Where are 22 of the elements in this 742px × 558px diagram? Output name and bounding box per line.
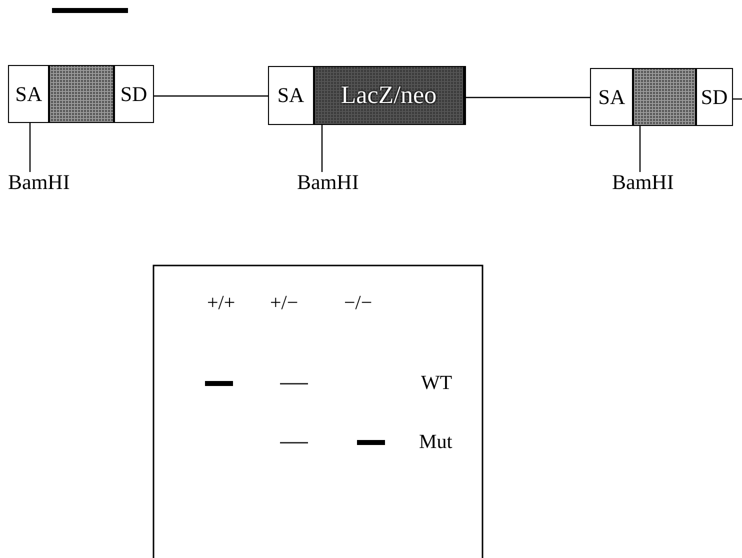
splice-donor-label: SD bbox=[700, 84, 729, 110]
lane-label: −/− bbox=[344, 292, 372, 315]
reporter-gene-label: LacZ/neo bbox=[312, 67, 465, 124]
lane-label: +/− bbox=[270, 292, 298, 315]
band-label: WT bbox=[421, 372, 452, 395]
leader-line bbox=[321, 125, 323, 172]
lane-label: +/+ bbox=[207, 292, 236, 315]
band-label: Mut bbox=[419, 431, 452, 454]
restriction-site-label: BamHI bbox=[297, 170, 359, 195]
gene-trap-cassette bbox=[268, 66, 466, 125]
exon-box bbox=[590, 68, 733, 126]
splice-donor-label: SD bbox=[119, 80, 148, 108]
restriction-site-label: BamHI bbox=[612, 170, 674, 195]
restriction-site-label: BamHI bbox=[8, 170, 70, 195]
exon-box bbox=[8, 65, 154, 123]
splice-acceptor-label: SA bbox=[276, 82, 306, 109]
intron-line bbox=[154, 95, 268, 97]
leader-line bbox=[29, 123, 31, 172]
splice-acceptor-label: SA bbox=[14, 80, 44, 108]
splice-acceptor-label: SA bbox=[597, 84, 626, 110]
leader-line bbox=[639, 126, 641, 172]
intron-line bbox=[466, 96, 590, 98]
